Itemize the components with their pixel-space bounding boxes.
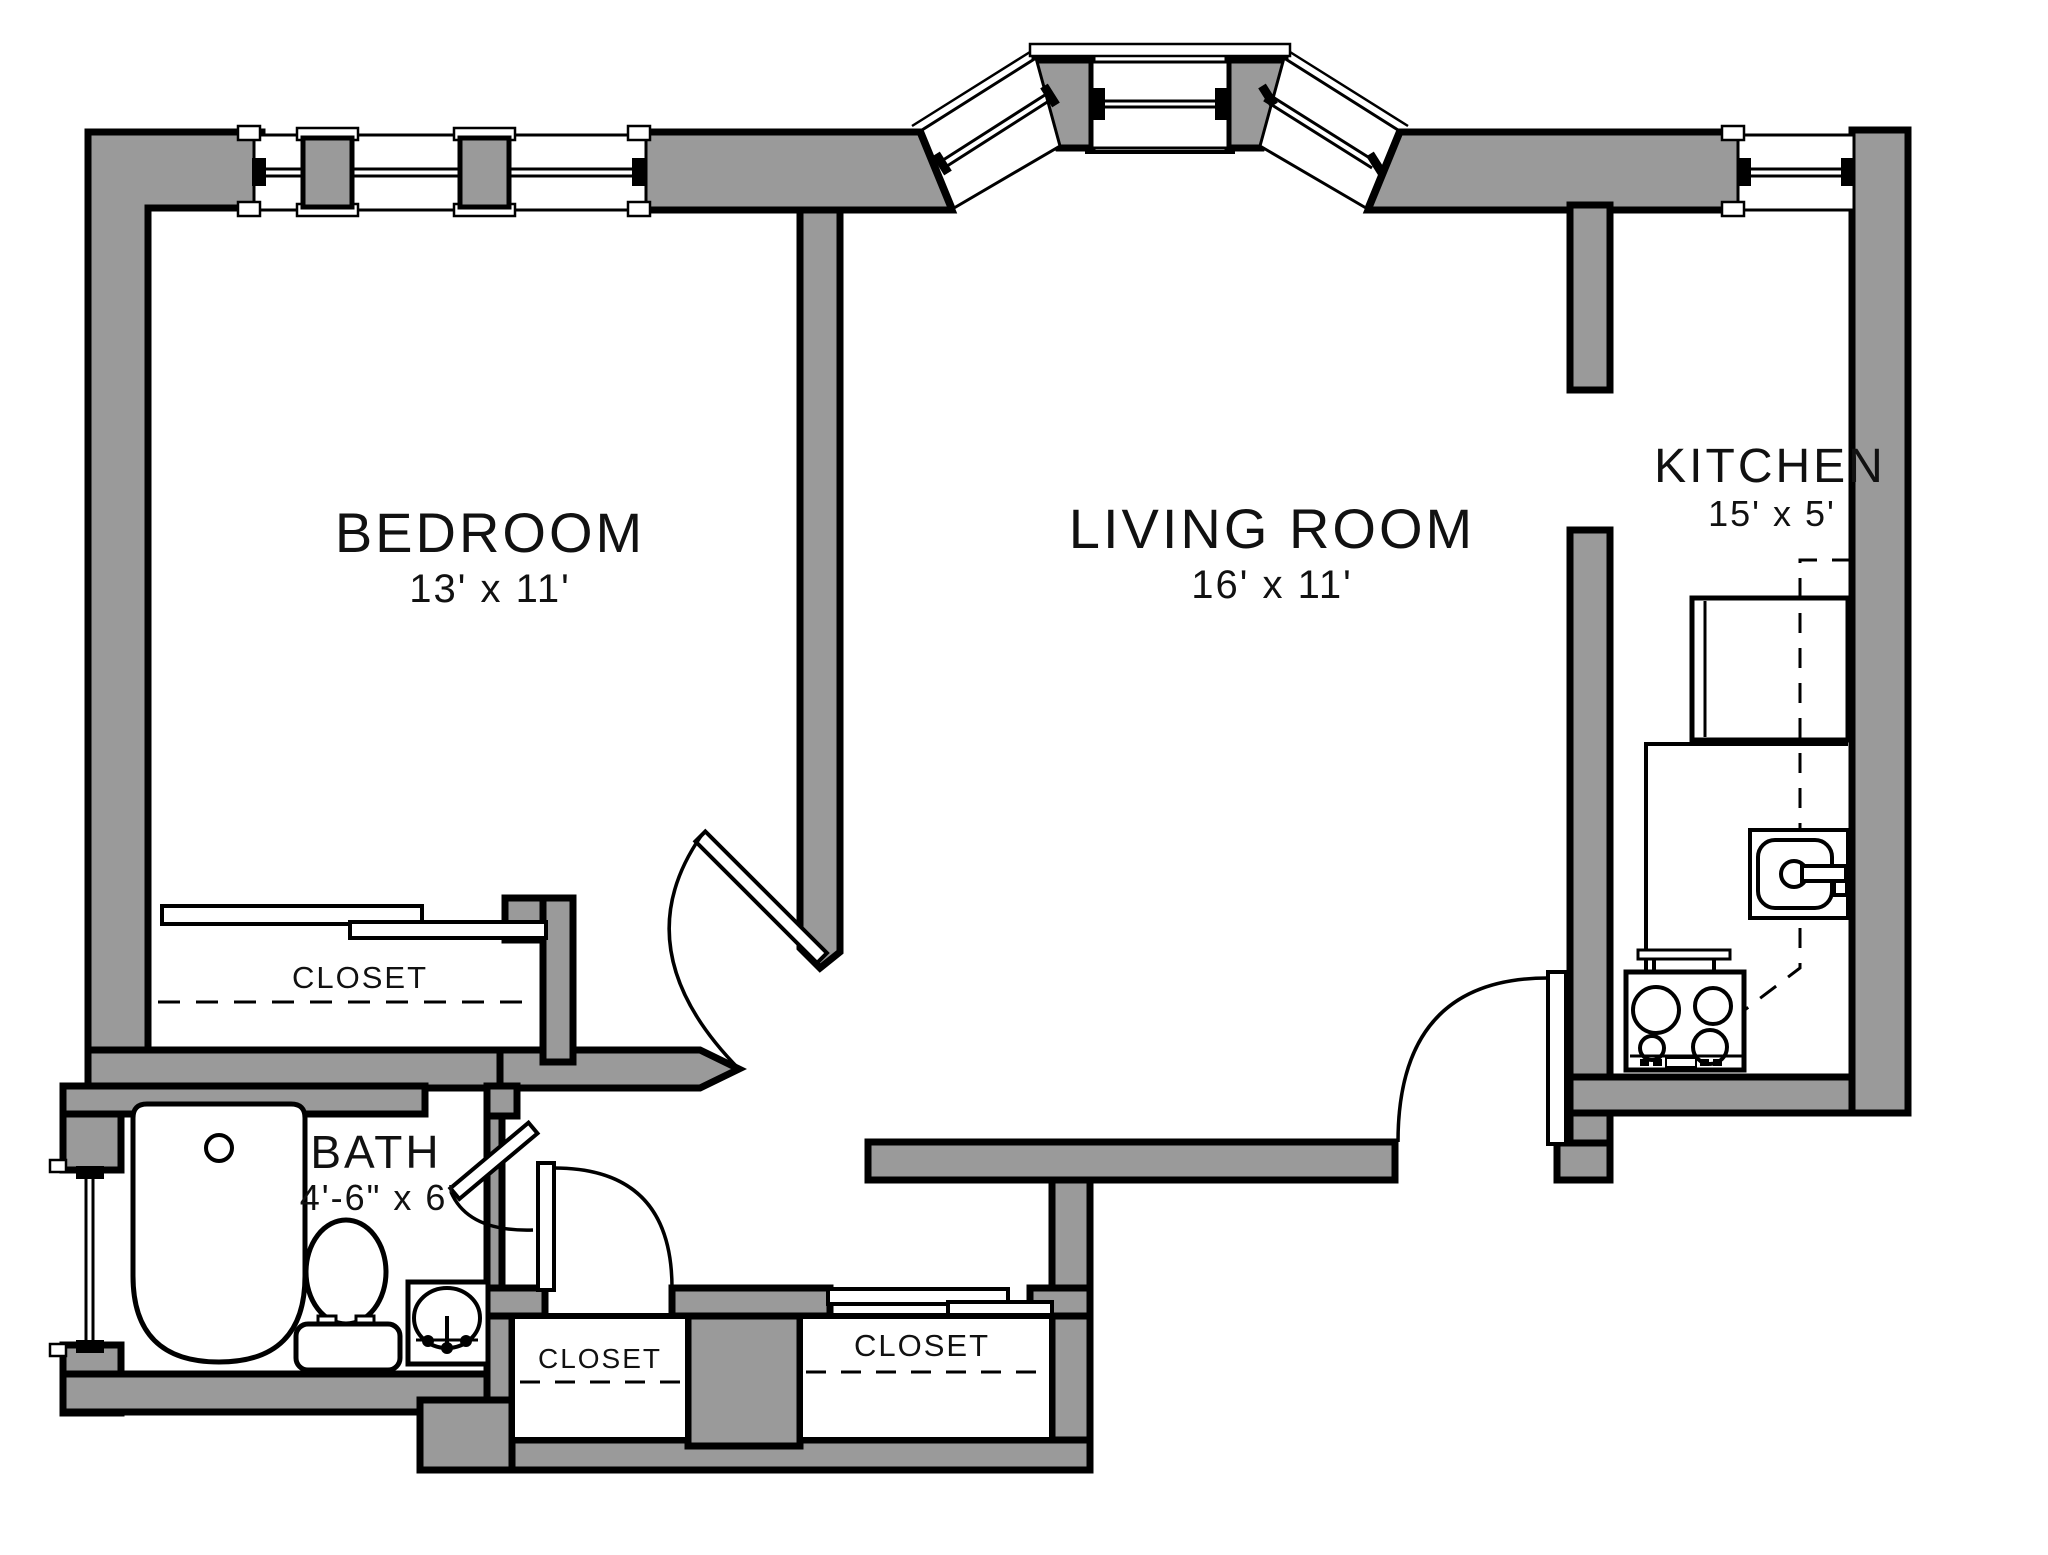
wall-small-closet-jamb-left xyxy=(483,1284,549,1320)
window-cap xyxy=(632,158,646,186)
kitchen-window xyxy=(1720,124,1856,218)
closet-label: CLOSET xyxy=(292,960,428,995)
window-mullion xyxy=(300,135,355,210)
wall-top-center-right xyxy=(1362,128,1744,214)
room-label-kitchen: KITCHEN xyxy=(1654,440,1886,493)
tub-drain xyxy=(204,1133,234,1163)
counter xyxy=(1644,742,1848,1072)
doors xyxy=(447,828,1568,1292)
wall-right-outer xyxy=(1848,126,1912,1117)
closets: CLOSET CLOSET CLOSET xyxy=(158,904,1055,1443)
closet-label: CLOSET xyxy=(538,1343,662,1374)
bathtub xyxy=(130,1101,308,1365)
sliding-door xyxy=(946,1300,1054,1317)
kitchen-sink xyxy=(1748,828,1850,920)
wall-between-closets-top xyxy=(668,1284,834,1320)
wall-living-south xyxy=(864,1138,1399,1184)
bath-fixtures xyxy=(130,1101,491,1373)
bath-sink xyxy=(405,1279,491,1367)
wall-foyer-southwest xyxy=(496,1046,747,1092)
wall-between-closets xyxy=(684,1312,804,1450)
room-dim-bedroom: 13' x 11' xyxy=(409,567,571,611)
refrigerator xyxy=(1689,595,1851,743)
wall-bedroom-closet-bottom xyxy=(84,1046,506,1092)
bath-window xyxy=(48,1158,104,1358)
bath-door xyxy=(447,1119,541,1232)
room-labels: BEDROOM 13' x 11' LIVING ROOM 16' x 11' … xyxy=(300,440,1886,1218)
room-label-bedroom: BEDROOM xyxy=(335,501,645,564)
room-dim-kitchen: 15' x 5' xyxy=(1708,493,1836,534)
wall-kitchen-partition-upper xyxy=(1566,201,1614,394)
hall-closet-small: CLOSET xyxy=(509,1313,691,1443)
sliding-door xyxy=(160,904,424,926)
windows xyxy=(48,42,1856,1358)
bedroom-door xyxy=(667,828,830,1071)
wall-kitchen-door-corner xyxy=(1553,1139,1614,1184)
bedroom-closet: CLOSET xyxy=(158,904,548,1004)
room-dim-living-room: 16' x 11' xyxy=(1191,563,1353,607)
small-closet-door xyxy=(536,1161,674,1292)
wall-bedroom-living-partition xyxy=(796,201,844,973)
wall-corridor-east xyxy=(1048,1176,1094,1474)
closet-label: CLOSET xyxy=(854,1328,990,1363)
window-mullion xyxy=(457,135,512,210)
bedroom-window xyxy=(236,124,652,218)
stove xyxy=(1623,948,1747,1073)
room-label-bath: BATH xyxy=(310,1126,441,1178)
wall-top-center-left xyxy=(636,128,958,214)
wall-bath-door-jamb xyxy=(483,1082,521,1120)
toilet xyxy=(293,1217,403,1373)
sliding-door xyxy=(348,920,548,940)
bay-window xyxy=(911,42,1409,211)
hall-closet-large: CLOSET xyxy=(797,1287,1055,1443)
window-cap xyxy=(252,158,266,186)
room-dim-bath: 4'-6" x 6' xyxy=(300,1177,457,1218)
room-label-living-room: LIVING ROOM xyxy=(1069,497,1475,560)
wall-bath-closet-corner xyxy=(416,1396,516,1474)
walls xyxy=(59,56,1912,1474)
kitchen-fixtures xyxy=(1623,558,1852,1073)
kitchen-door xyxy=(1396,970,1568,1146)
